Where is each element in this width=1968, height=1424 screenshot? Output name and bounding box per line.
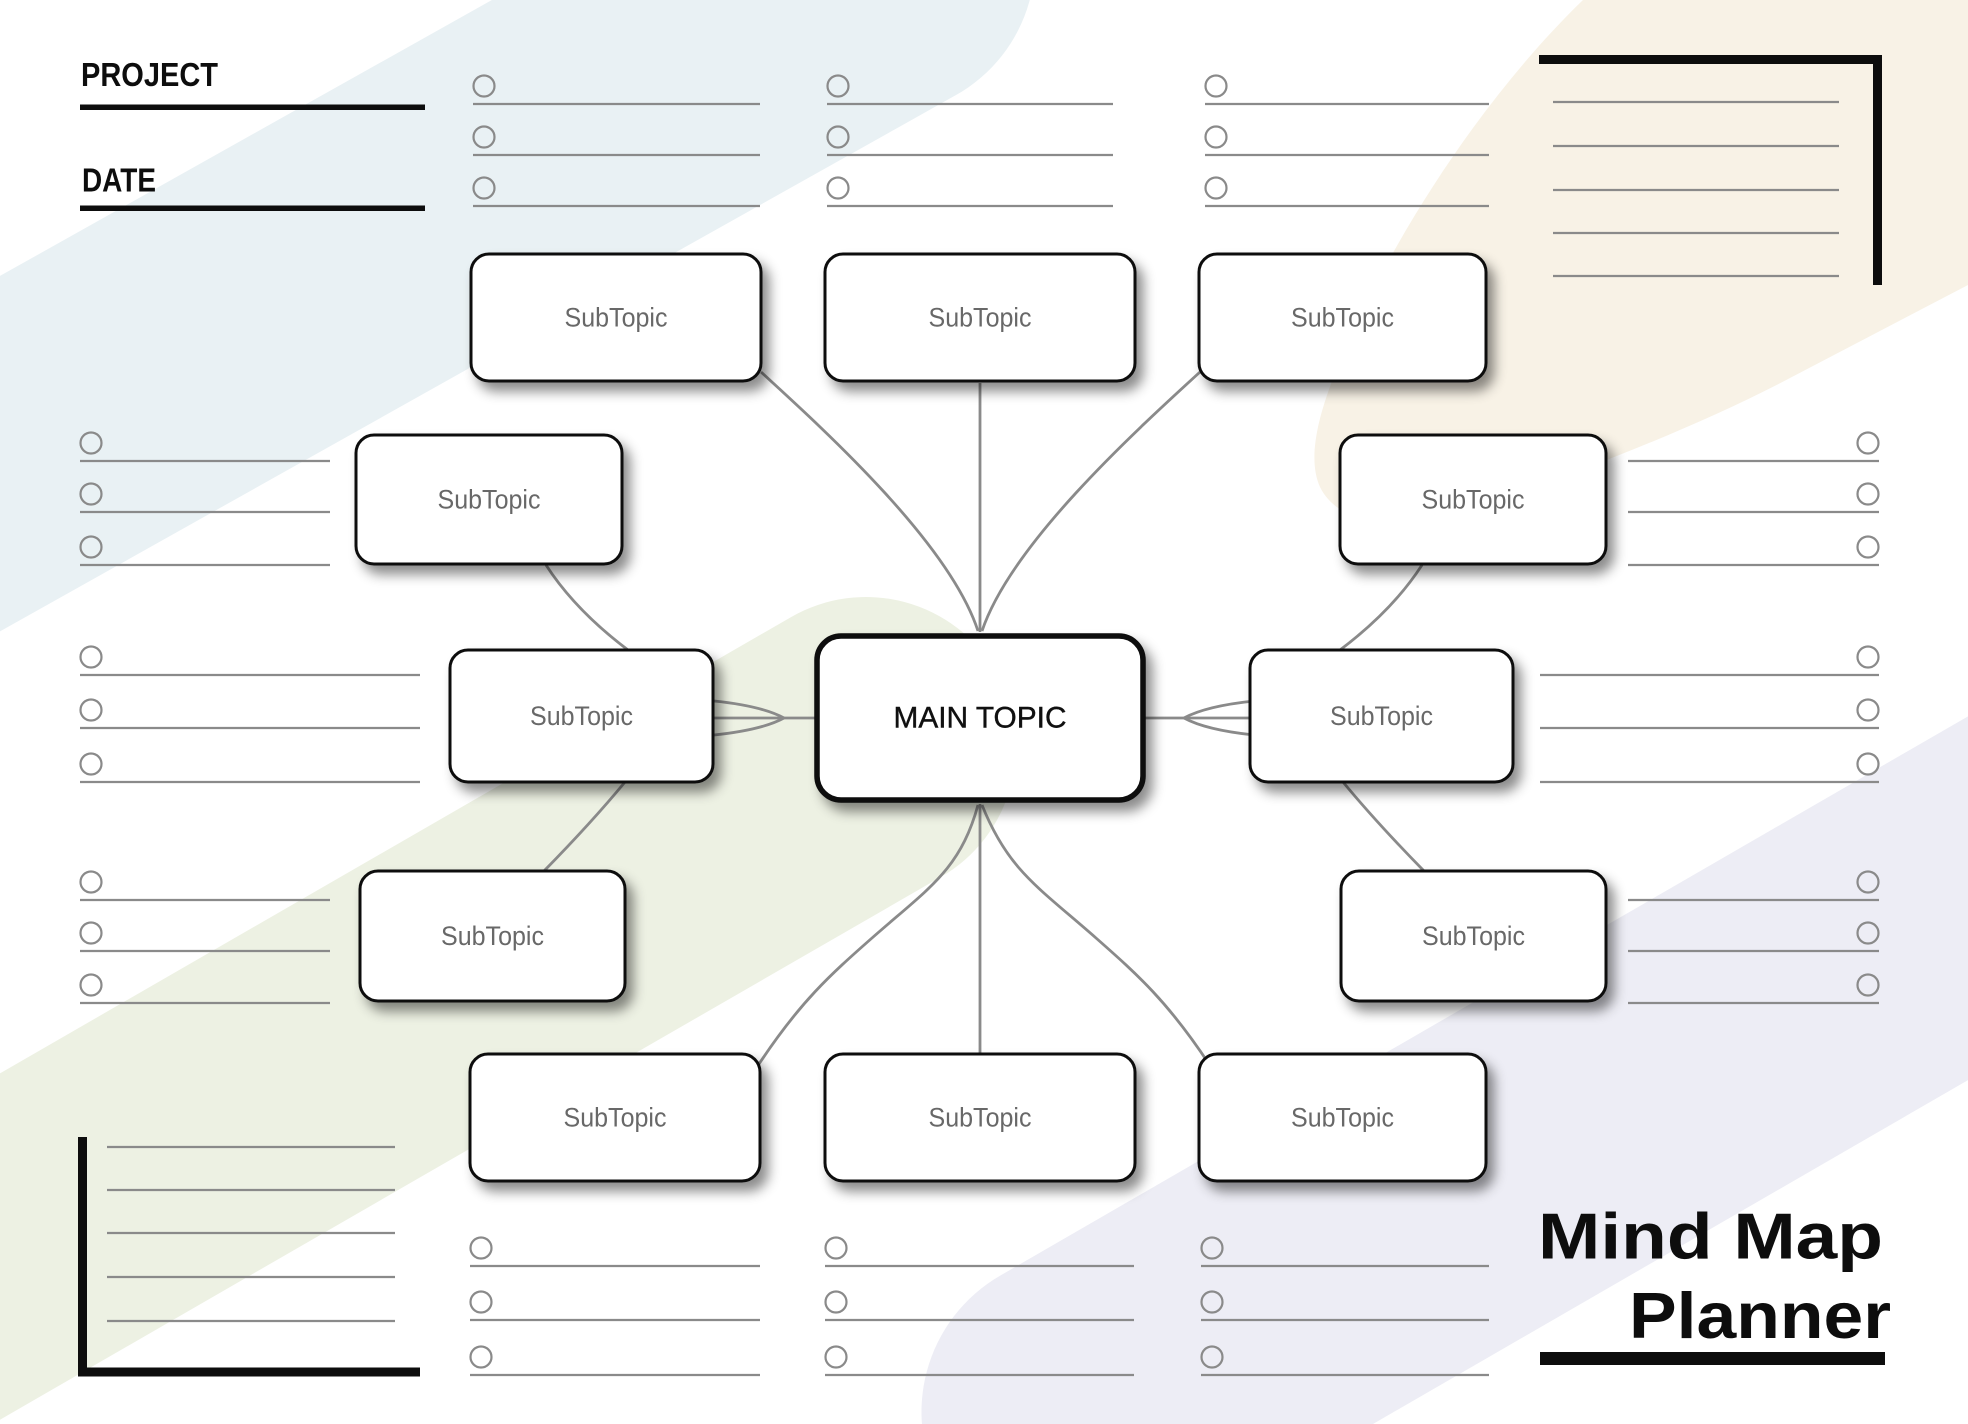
svg-text:SubTopic: SubTopic <box>1422 921 1525 951</box>
svg-text:SubTopic: SubTopic <box>565 303 668 333</box>
svg-text:Planner: Planner <box>1629 1279 1891 1352</box>
svg-text:SubTopic: SubTopic <box>564 1103 667 1133</box>
svg-text:DATE: DATE <box>82 162 156 199</box>
svg-text:SubTopic: SubTopic <box>1291 1103 1394 1133</box>
svg-text:SubTopic: SubTopic <box>1291 303 1394 333</box>
svg-text:SubTopic: SubTopic <box>438 485 541 515</box>
svg-text:SubTopic: SubTopic <box>1330 701 1433 731</box>
svg-text:Mind Map: Mind Map <box>1538 1200 1883 1273</box>
svg-text:SubTopic: SubTopic <box>929 303 1032 333</box>
svg-text:SubTopic: SubTopic <box>530 701 633 731</box>
svg-text:MAIN TOPIC: MAIN TOPIC <box>894 702 1067 735</box>
svg-text:SubTopic: SubTopic <box>1422 485 1525 515</box>
svg-text:PROJECT: PROJECT <box>81 56 218 93</box>
svg-text:SubTopic: SubTopic <box>441 921 544 951</box>
svg-text:SubTopic: SubTopic <box>929 1103 1032 1133</box>
